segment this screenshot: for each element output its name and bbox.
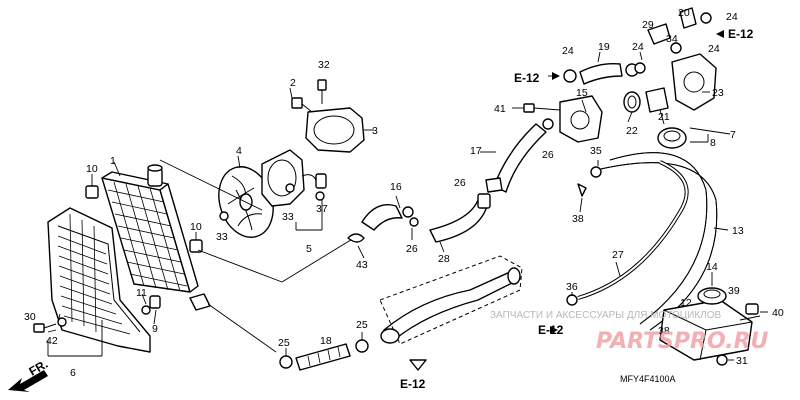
- callout-14: 14: [706, 261, 718, 273]
- pump-cover: [671, 53, 717, 111]
- hose-19: [579, 62, 623, 85]
- clamp-25-right: [355, 339, 369, 353]
- callout-8: 8: [710, 137, 716, 149]
- sensor-20: [679, 7, 697, 29]
- ref-arrows: [409, 30, 724, 371]
- callout-1: 1: [110, 155, 116, 167]
- callout-33-left: 33: [216, 231, 228, 243]
- hose-17: [493, 123, 547, 193]
- leader-lines: [47, 51, 768, 361]
- callout-25-right: 25: [356, 319, 368, 331]
- front-arrow: [8, 370, 48, 392]
- callout-17: 17: [470, 145, 482, 157]
- callout-11: 11: [136, 287, 147, 299]
- callout-40: 40: [772, 307, 784, 319]
- watermark: ЗАПЧАСТИ И АКСЕССУАРЫ ДЛЯ МОТОЦИКЛОВ PAR…: [490, 310, 769, 354]
- clip: [219, 211, 229, 221]
- long-hose-13: [595, 152, 718, 331]
- overflow-tube-27: [577, 160, 689, 300]
- callout-22: 22: [626, 125, 638, 137]
- ref-e12-top-right: E-12: [728, 27, 754, 41]
- callout-35: 35: [590, 145, 602, 157]
- clamp-43: [347, 233, 365, 243]
- clamp-35: [590, 166, 602, 178]
- callout-26-mid: 26: [454, 177, 466, 189]
- callout-34: 34: [666, 33, 678, 45]
- clamp-36: [566, 294, 578, 306]
- callout-25-left: 25: [278, 337, 290, 349]
- thermostat: [645, 87, 669, 113]
- callout-43: 43: [356, 259, 368, 271]
- reference-labels: E-12 E-12 E-12 E-12 FR.: [27, 27, 754, 391]
- ref-e12-bottom: E-12: [400, 377, 426, 391]
- callout-33-right: 33: [282, 211, 294, 223]
- callout-26-upper: 26: [542, 149, 554, 161]
- callout-4: 4: [236, 145, 242, 157]
- assembly-lines: [47, 159, 355, 357]
- clamp-25-left: [279, 355, 293, 369]
- reserve-tank: [659, 287, 761, 366]
- callout-31: 31: [736, 355, 748, 367]
- fan-bracket: [291, 79, 365, 153]
- callout-7: 7: [730, 129, 736, 141]
- callout-18: 18: [320, 335, 332, 347]
- sensor-29: [647, 23, 671, 45]
- radiator: [101, 164, 211, 311]
- clip-38: [577, 183, 587, 197]
- fan-motor: [261, 149, 327, 207]
- callout-21: 21: [658, 111, 670, 123]
- callout-29: 29: [642, 19, 654, 31]
- callout-24-a: 24: [562, 45, 574, 57]
- callout-10-left: 10: [86, 163, 98, 175]
- callout-19: 19: [598, 41, 610, 53]
- o-ring: [623, 91, 641, 113]
- callout-5: 5: [306, 243, 312, 255]
- ref-e12-right: E-12: [538, 323, 564, 337]
- radiator-mount-bushings: [85, 174, 203, 315]
- callout-26-lower: 26: [406, 243, 418, 255]
- callout-36: 36: [566, 281, 578, 293]
- hose-18: [295, 343, 351, 371]
- callout-30: 30: [24, 311, 36, 323]
- shroud-bolt: [33, 317, 67, 333]
- radiator-shroud: [47, 207, 151, 353]
- callouts: 1 10 10 2 32 3 4 33 33 37 5 11 9 30 42 6…: [24, 7, 784, 379]
- lower-water-pipe: [379, 255, 523, 345]
- watermark-logo: PARTSPRO.RU: [596, 329, 769, 354]
- callout-20: 20: [678, 7, 690, 19]
- callout-2: 2: [290, 77, 296, 89]
- callout-39: 39: [728, 285, 740, 297]
- callout-16: 16: [390, 181, 402, 193]
- callout-12: 12: [680, 297, 692, 309]
- callout-6: 6: [70, 367, 76, 379]
- callout-37: 37: [316, 203, 328, 215]
- callout-10-right: 10: [190, 221, 202, 233]
- watermark-text: ЗАПЧАСТИ И АКСЕССУАРЫ ДЛЯ МОТОЦИКЛОВ: [490, 310, 722, 321]
- callout-24-d: 24: [708, 43, 720, 55]
- callout-9: 9: [152, 323, 158, 335]
- callout-15: 15: [576, 87, 588, 99]
- callout-38-bottom: 38: [658, 325, 670, 337]
- ref-e12-top-left: E-12: [514, 71, 540, 85]
- callout-27: 27: [612, 249, 624, 261]
- callout-24-b: 24: [632, 41, 644, 53]
- hose-clamp: [402, 206, 414, 218]
- callout-42: 42: [46, 335, 58, 347]
- callout-32: 32: [318, 59, 330, 71]
- callout-28: 28: [438, 253, 450, 265]
- callout-38-top: 38: [572, 213, 584, 225]
- callout-41: 41: [494, 103, 506, 115]
- diagram-code: MFY4F4100A: [620, 374, 676, 384]
- callout-13: 13: [732, 225, 744, 237]
- callout-24-c: 24: [726, 11, 738, 23]
- hose-16: [361, 204, 403, 231]
- callout-3: 3: [372, 125, 378, 137]
- callout-23: 23: [712, 87, 724, 99]
